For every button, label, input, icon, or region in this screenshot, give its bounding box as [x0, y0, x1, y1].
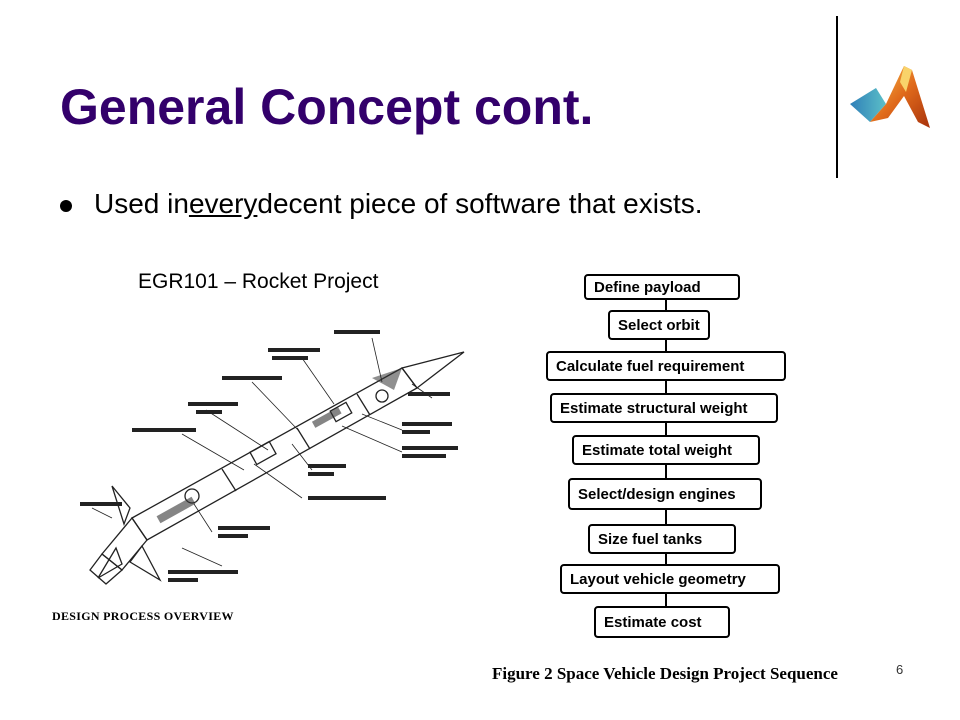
design-sequence-flowchart: Define payload Select orbit Calculate fu… — [540, 268, 800, 648]
project-label: EGR101 – Rocket Project — [138, 270, 379, 293]
figure-caption: Figure 2 Space Vehicle Design Project Se… — [492, 664, 838, 683]
flow-step-estimate-structural-weight: Estimate structural weight — [550, 393, 778, 423]
flow-step-select-orbit: Select orbit — [608, 310, 710, 340]
flow-step-select-design-engines: Select/design engines — [568, 478, 762, 510]
slide-number: 6 — [896, 662, 904, 677]
rocket-cutaway-drawing — [80, 330, 465, 585]
bullet-item: Used in every decent piece of software t… — [60, 188, 703, 220]
flow-step-estimate-total-weight: Estimate total weight — [572, 435, 760, 465]
vertical-divider — [836, 16, 838, 178]
rocket-caption: DESIGN PROCESS OVERVIEW — [52, 609, 234, 623]
slide-title: General Concept cont. — [60, 79, 594, 135]
flow-step-estimate-cost: Estimate cost — [594, 606, 730, 638]
bullet-text-after: decent piece of software that exists. — [257, 188, 703, 219]
flow-step-layout-vehicle-geometry: Layout vehicle geometry — [560, 564, 780, 594]
bullet-text-before: Used in — [94, 188, 189, 219]
bullet-dot-icon — [60, 200, 72, 212]
flow-step-define-payload: Define payload — [584, 274, 740, 300]
bullet-emphasis: every — [188, 188, 258, 219]
flow-step-size-fuel-tanks: Size fuel tanks — [588, 524, 736, 554]
flow-step-calculate-fuel: Calculate fuel requirement — [546, 351, 786, 381]
matlab-logo-icon — [850, 66, 930, 128]
